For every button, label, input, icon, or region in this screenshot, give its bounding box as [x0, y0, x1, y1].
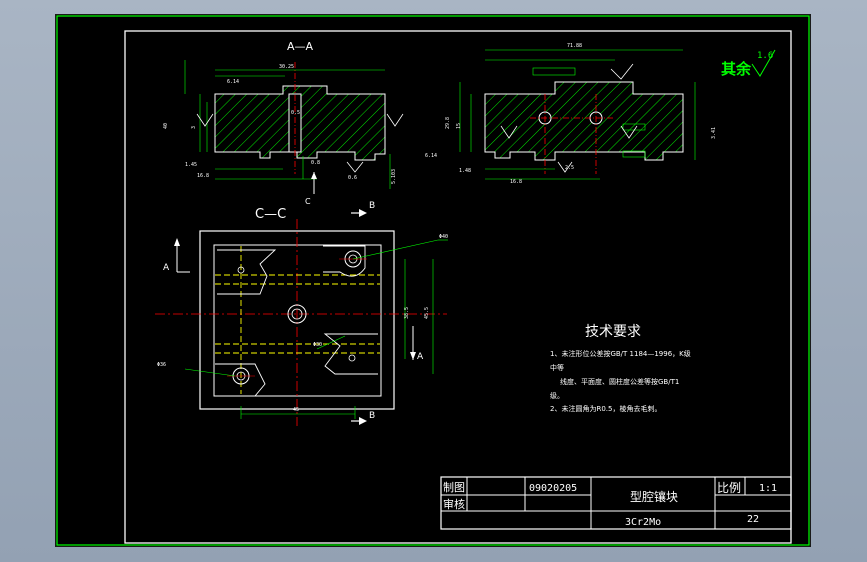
- title-draftsman-label: 制图: [443, 481, 465, 494]
- dim-a-5: 40: [163, 123, 169, 129]
- tech-line-3: 线度、平面度、圆柱度公差等按GB/T1: [560, 377, 679, 386]
- dim-a-2: 6.14: [227, 79, 239, 85]
- arrow-c-label: C: [305, 197, 311, 206]
- drawing-border: [124, 30, 792, 544]
- title-sheet: 22: [747, 514, 759, 525]
- tech-line-1: 1、未注形位公差按GB/T 1184—1996，K级: [550, 349, 691, 358]
- dim-a-10: 5.103: [391, 169, 397, 184]
- title-block: 制图 审核 09020205 型腔镶块 3Cr2Mo 比例 1:1 22: [440, 476, 792, 530]
- arrow-a-left: A: [163, 263, 170, 273]
- title-part-name: 型腔镶块: [630, 489, 678, 504]
- dim-a-3: 0.5: [291, 110, 300, 116]
- dim-c-23: 45.5: [424, 307, 430, 319]
- dim-a-8: 1.45: [185, 162, 197, 168]
- dim-c-21: 45: [293, 407, 299, 413]
- dim-b-17: 1.48: [459, 168, 471, 174]
- cad-viewport[interactable]: A—A 30.25 6.14 0.5 3 40 0.8 1.45 16.8 5.…: [55, 14, 811, 547]
- dim-c-26: Φ40: [439, 234, 448, 240]
- arrow-c-head: [311, 172, 317, 179]
- title-material: 3Cr2Mo: [625, 517, 661, 528]
- tech-line-4: 级。: [550, 391, 564, 400]
- tech-line-5: 2、未注圆角为R0.5，棱角去毛刺。: [550, 404, 661, 413]
- roughness-value: 1.6: [757, 51, 773, 61]
- section-c-c: C—C B B A A: [155, 201, 448, 426]
- label-c-c: C—C: [255, 207, 286, 222]
- roughness-label: 其余: [721, 60, 752, 78]
- title-scale-label: 比例: [717, 481, 741, 495]
- center-hole: [287, 304, 307, 324]
- roughness-note: 其余 1.6: [721, 49, 776, 78]
- section-b-b: 71.88 15 29.8 6.14 1.48 16.8 3.41 2.5: [425, 43, 717, 185]
- dim-b-13: 15: [456, 123, 462, 129]
- title-scale-value: 1:1: [759, 483, 777, 494]
- plan-inner: [213, 244, 382, 397]
- arrow-b-top: B: [369, 201, 375, 211]
- dim-b-20: 2.5: [565, 165, 574, 171]
- dim-a-9: 16.8: [197, 173, 209, 179]
- outer-frame: [56, 15, 810, 546]
- dim-b-12: 71.88: [567, 43, 582, 49]
- label-a-a: A—A: [287, 40, 314, 53]
- dim-b-19: 3.41: [711, 127, 717, 139]
- dim-c-24: Φ30: [313, 342, 322, 348]
- dim-a-7: 0.8: [311, 160, 320, 166]
- title-drawing-no: 09020205: [529, 483, 577, 494]
- title-reviewer-label: 审核: [443, 497, 465, 511]
- tech-title: 技术要求: [585, 324, 641, 340]
- dim-a-4: 3: [191, 126, 197, 129]
- dim-b-14: 29.8: [445, 117, 451, 129]
- dim-a-1: 30.25: [279, 64, 294, 70]
- cad-drawing: A—A 30.25 6.14 0.5 3 40 0.8 1.45 16.8 5.…: [56, 15, 810, 546]
- arrow-a-right: A: [417, 352, 424, 362]
- dim-b-18: 16.8: [510, 179, 522, 185]
- tech-requirements: 技术要求 1、未注形位公差按GB/T 1184—1996，K级 中等 线度、平面…: [550, 324, 691, 413]
- dim-c-22: 38.5: [404, 307, 410, 319]
- section-a-a: A—A 30.25 6.14 0.5 3 40 0.8 1.45 16.8 5.…: [163, 40, 404, 206]
- roughness-mark-3: [346, 161, 364, 173]
- b-b-body: [484, 81, 684, 161]
- roughness-mark-1: [196, 113, 214, 127]
- dim-b-16: 6.14: [425, 153, 437, 159]
- dim-c-25: Φ36: [157, 362, 166, 368]
- tech-line-2: 中等: [550, 363, 564, 372]
- roughness-mark-2: [386, 113, 404, 127]
- arrow-b-bottom: B: [369, 411, 375, 421]
- dim-a-11: 0.6: [348, 175, 357, 181]
